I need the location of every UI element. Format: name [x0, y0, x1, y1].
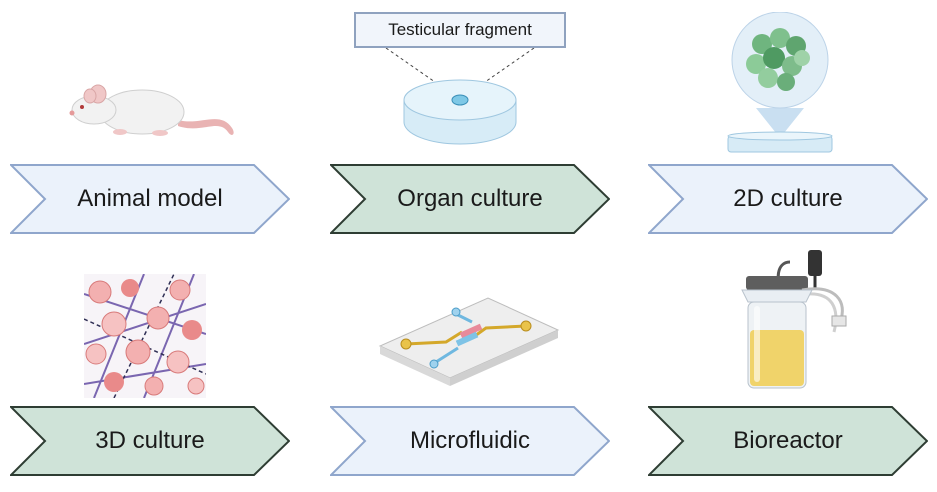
callout-label: Testicular fragment — [388, 20, 532, 39]
mouse-illustration — [69, 84, 234, 136]
chevron-label: Bioreactor — [733, 427, 843, 454]
chevron-3d-culture: 3D culture — [10, 406, 290, 476]
2d-culture-illustration — [727, 12, 833, 153]
chevron-shape — [648, 406, 928, 476]
chevron-2d-culture: 2D culture — [648, 164, 928, 234]
chevron-label: Animal model — [77, 185, 223, 212]
3d-culture-illustration — [84, 274, 206, 398]
chevron-shape — [10, 164, 290, 234]
chevron-shape — [330, 164, 610, 234]
petri-dish-illustration — [385, 48, 535, 145]
microfluidic-chip-illustration — [378, 297, 560, 386]
chevron-organ-culture: Organ culture — [330, 164, 610, 234]
testicular-fragment-callout: Testicular fragment — [354, 12, 566, 48]
chevron-animal-model: Animal model — [10, 164, 290, 234]
chevron-bioreactor: Bioreactor — [648, 406, 928, 476]
chevron-shape — [330, 406, 610, 476]
chevron-shape — [648, 164, 928, 234]
chevron-microfluidic: Microfluidic — [330, 406, 610, 476]
chevron-shape — [10, 406, 290, 476]
chevron-label: 2D culture — [733, 185, 843, 212]
chevron-label: 3D culture — [95, 427, 205, 454]
chevron-label: Microfluidic — [409, 427, 531, 454]
bioreactor-illustration — [741, 250, 847, 389]
chevron-label: Organ culture — [397, 185, 543, 212]
